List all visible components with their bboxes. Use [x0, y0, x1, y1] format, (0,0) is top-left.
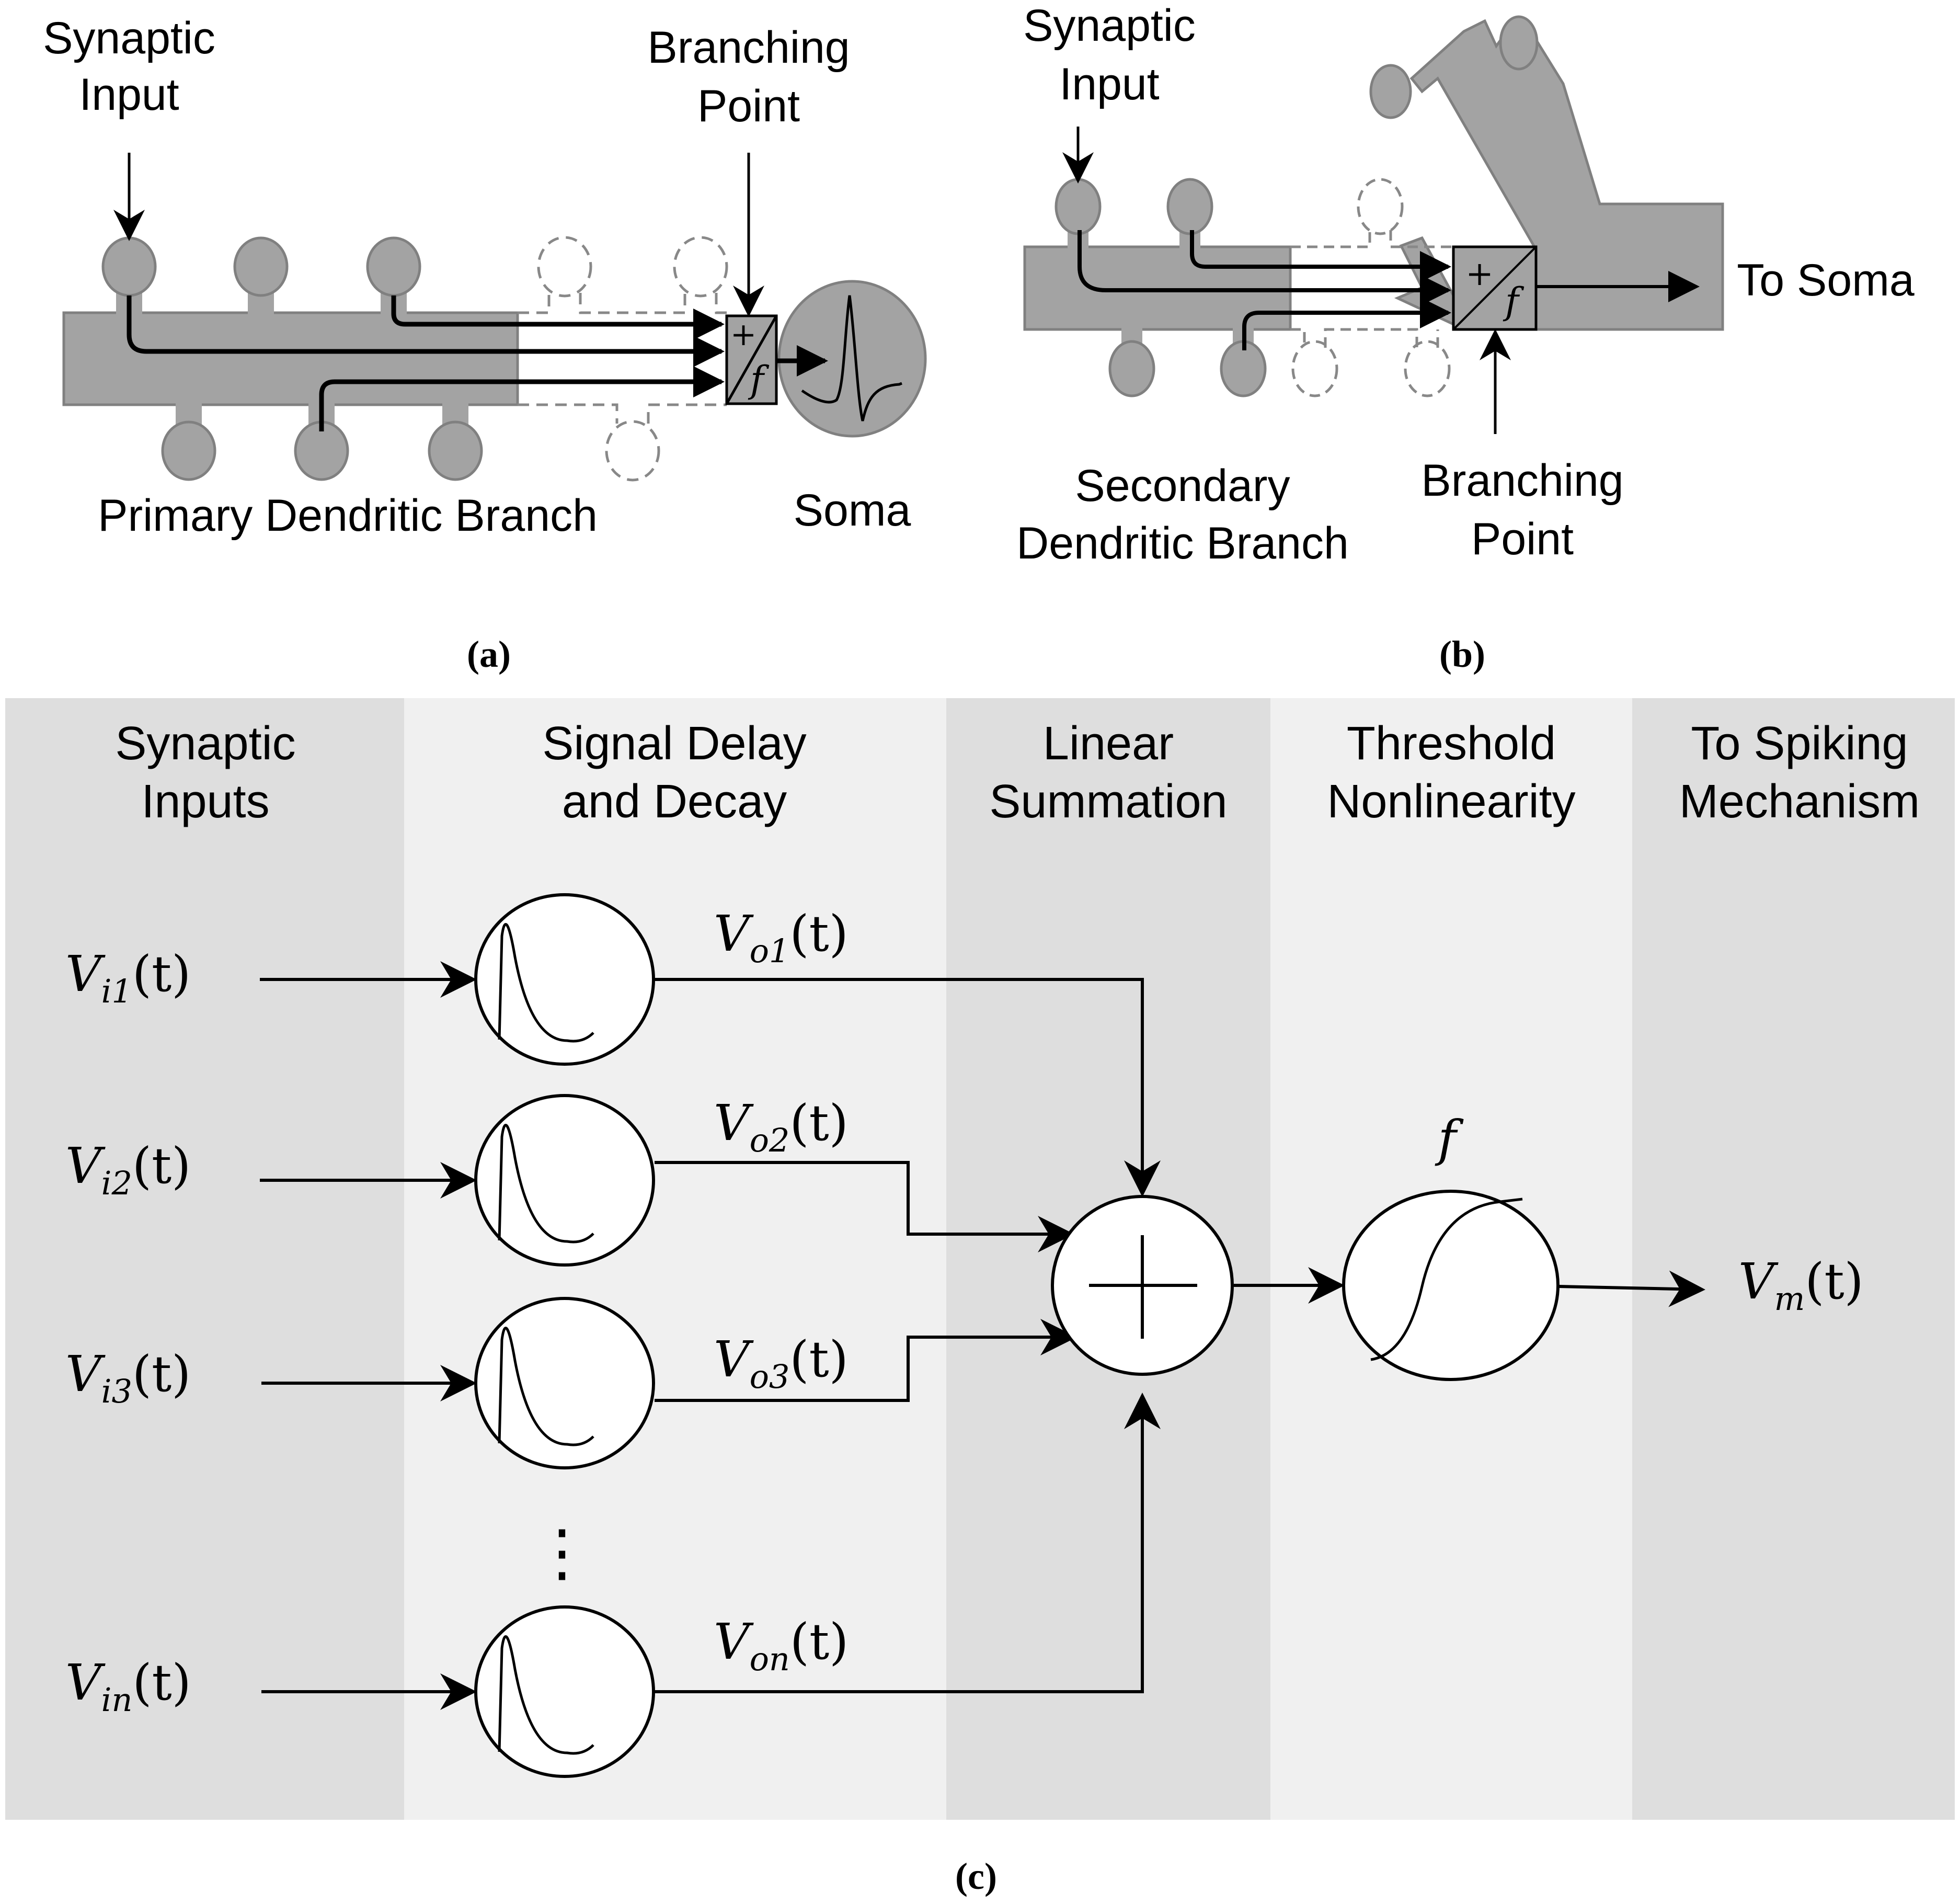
col-header-5-line2: Mechanism — [1679, 776, 1920, 828]
col-header-3-line1: Linear — [1043, 717, 1174, 770]
col-header-4-line1: Threshold — [1347, 717, 1556, 770]
primary-branch-label: Primary Dendritic Branch — [98, 491, 598, 541]
signal-paths-b — [1078, 230, 1451, 350]
panel-b: + f Synaptic Input To Soma Secondary Den… — [1016, 1, 1915, 675]
col-header-2-line2: and Decay — [562, 776, 787, 828]
input-label-n: Vin(t) — [65, 1654, 191, 1719]
wire-3 — [655, 1319, 1077, 1402]
signal-paths-a — [127, 295, 725, 431]
to-soma-label: To Soma — [1737, 255, 1915, 305]
synaptic-input-label-b-line1: Synaptic — [1023, 1, 1196, 51]
col-header-1-line1: Synaptic — [115, 717, 295, 770]
col-header-2-line1: Signal Delay — [542, 717, 806, 770]
soma-label: Soma — [794, 485, 911, 535]
threshold-node — [1342, 1190, 1560, 1381]
output-label-n: Von(t) — [714, 1613, 849, 1678]
psp-waveform-icon — [498, 1124, 594, 1244]
dashed-dendrite-outline-b — [1290, 178, 1453, 397]
secondary-branch-label-line2: Dendritic Branch — [1016, 518, 1349, 568]
psp-waveform-icon — [498, 923, 594, 1043]
branching-point-label-a-line1: Branching — [647, 22, 850, 73]
branching-point-label-b-line1: Branching — [1421, 455, 1623, 506]
synaptic-input-label-b-line2: Input — [1059, 59, 1159, 109]
output-label-1: Vo1(t) — [714, 905, 849, 970]
input-arrows — [260, 961, 477, 1710]
branching-point-block-b: + f — [1452, 245, 1538, 331]
band-synaptic-inputs — [5, 698, 404, 1820]
col-header-4-line2: Nonlinearity — [1327, 776, 1575, 828]
sum-symbol: + — [730, 316, 757, 353]
band-spiking — [1632, 698, 1955, 1820]
branching-point-label-b-line2: Point — [1471, 514, 1574, 564]
panel-a: + f Synaptic Input Branching Point Prima… — [43, 13, 927, 675]
output-label-3: Vo3(t) — [714, 1331, 849, 1396]
input-label-2: Vi2(t) — [65, 1137, 191, 1202]
output-labels: Vo1(t) Vo2(t) Vo3(t) Von(t) — [714, 905, 849, 1678]
wire-2 — [655, 1161, 1074, 1252]
wire-n — [655, 1393, 1161, 1693]
input-labels: Vi1(t) Vi2(t) Vi3(t) Vin(t) — [65, 945, 191, 1719]
summation-node — [1051, 1195, 1234, 1376]
branching-point-label-a-line2: Point — [697, 81, 800, 131]
ellipsis-dots: ⋮ — [531, 1517, 593, 1589]
action-potential-icon — [801, 295, 902, 421]
col-header-1-line2: Inputs — [141, 776, 269, 828]
synaptic-input-label-a-line2: Input — [79, 70, 179, 120]
delay-filters — [474, 893, 655, 1778]
output-wires — [655, 978, 1161, 1693]
filter-2 — [474, 1094, 655, 1267]
membrane-potential-label: Vm(t) — [1738, 1253, 1864, 1318]
col-header-5-line1: To Spiking — [1691, 717, 1908, 770]
column-headers: Synaptic Inputs Signal Delay and Decay L… — [115, 717, 1920, 828]
band-signal-delay — [404, 698, 946, 1820]
sum-symbol-b: + — [1465, 255, 1494, 293]
sigmoid-icon — [1370, 1198, 1523, 1361]
secondary-branch-label-line1: Secondary — [1075, 461, 1290, 511]
psp-waveform-icon — [498, 1635, 594, 1755]
caption-a: (a) — [467, 633, 511, 675]
branching-point-block-a: + f — [725, 314, 778, 405]
panel-c: Synaptic Inputs Signal Delay and Decay L… — [5, 698, 1955, 1897]
col-header-3-line2: Summation — [989, 776, 1227, 828]
threshold-to-spike-arrow — [1558, 1270, 1705, 1307]
filter-1 — [474, 893, 655, 1066]
caption-b: (b) — [1439, 633, 1485, 675]
synaptic-input-label-a-line1: Synaptic — [43, 13, 215, 63]
input-label-3: Vi3(t) — [65, 1346, 191, 1410]
output-label-2: Vo2(t) — [714, 1094, 849, 1159]
wire-1 — [655, 978, 1161, 1197]
input-label-1: Vi1(t) — [65, 945, 191, 1010]
dashed-dendrite-outline — [518, 236, 728, 482]
caption-c: (c) — [955, 1855, 997, 1897]
filter-n — [474, 1605, 655, 1778]
primary-dendrite-shape — [62, 236, 519, 481]
filter-3 — [474, 1297, 655, 1469]
psp-waveform-icon — [498, 1327, 594, 1446]
